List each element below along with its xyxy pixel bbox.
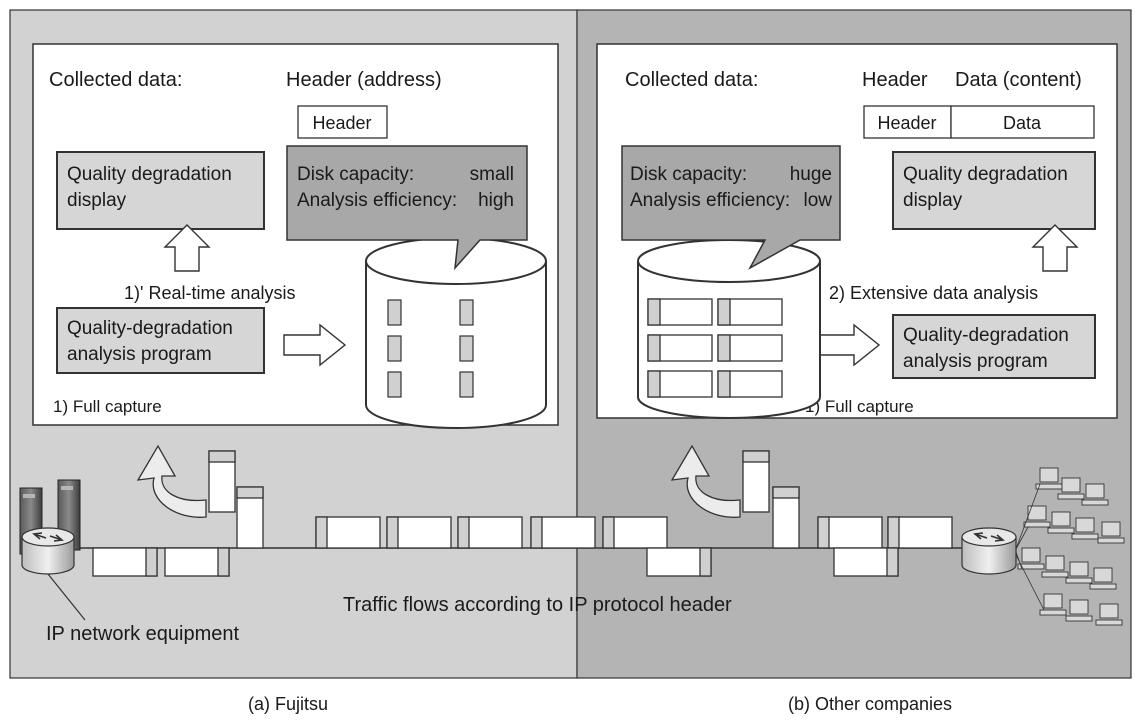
right-full-capture-label: 1) Full capture — [805, 397, 914, 416]
left-header-chip-label: Header — [312, 113, 371, 133]
left-up-arrow — [163, 224, 211, 272]
left-full-capture-label: 1) Full capture — [53, 397, 162, 416]
right-data-title: Data (content) — [955, 69, 1082, 91]
packet-vertical — [772, 486, 800, 549]
left-header-chip: Header — [297, 105, 388, 139]
packet — [386, 516, 452, 549]
left-storage-cylinder — [365, 237, 547, 429]
left-header-title: Header (address) — [286, 69, 442, 91]
right-disk-capacity-label: Disk capacity: — [630, 164, 747, 185]
left-router-icon — [21, 527, 75, 575]
left-collected-data-label: Collected data: — [49, 69, 182, 91]
packet — [817, 516, 883, 549]
traffic-flow-label: Traffic flows according to IP protocol h… — [343, 594, 732, 616]
right-right-arrow — [817, 323, 881, 367]
right-router-icon — [961, 527, 1017, 575]
right-efficiency-label: Analysis efficiency: — [630, 190, 790, 211]
right-collected-data-label: Collected data: — [625, 69, 758, 91]
packet — [887, 516, 953, 549]
left-efficiency-value: high — [478, 190, 514, 211]
packet-vertical — [236, 486, 264, 549]
right-up-arrow — [1031, 224, 1079, 272]
right-disk-callout: Disk capacity: huge Analysis efficiency:… — [621, 145, 841, 270]
right-header-title: Header — [862, 69, 928, 91]
left-capture-curve-arrow — [136, 444, 207, 518]
right-efficiency-value: low — [803, 190, 832, 211]
right-program-box: Quality-degradation analysis program — [892, 314, 1096, 379]
packets-on-line — [92, 450, 953, 577]
right-data-chip-label: Data — [1003, 113, 1042, 133]
packet — [457, 516, 523, 549]
packet — [833, 547, 899, 577]
equipment-leader-line — [47, 573, 86, 621]
left-program-box: Quality-degradation analysis program — [56, 307, 265, 374]
right-header-data-chip: Header Data — [863, 105, 1095, 139]
right-program-line-1: Quality-degradation — [903, 325, 1069, 346]
left-display-line-1: Quality degradation — [67, 164, 232, 185]
right-program-line-2: analysis program — [903, 351, 1048, 372]
left-caption: (a) Fujitsu — [248, 694, 328, 714]
left-program-line-1: Quality-degradation — [67, 318, 233, 339]
packet — [92, 547, 158, 577]
left-program-line-2: analysis program — [67, 344, 212, 365]
right-storage-cylinder — [637, 239, 821, 419]
left-disk-capacity-label: Disk capacity: — [297, 164, 414, 185]
packet — [530, 516, 596, 549]
left-efficiency-label: Analysis efficiency: — [297, 190, 457, 211]
right-disk-capacity-value: huge — [790, 164, 832, 185]
client-computers-icon — [1015, 467, 1125, 626]
right-caption: (b) Other companies — [788, 694, 952, 714]
left-quality-display-box: Quality degradation display — [56, 151, 265, 230]
left-disk-callout: Disk capacity: small Analysis efficiency… — [286, 145, 528, 271]
packet — [315, 516, 381, 549]
packet-vertical — [742, 450, 770, 513]
right-quality-display-box: Quality degradation display — [892, 151, 1096, 230]
left-display-line-2: display — [67, 190, 127, 211]
left-right-arrow — [283, 323, 347, 367]
right-content-panel: Collected data: Header Data (content) He… — [596, 43, 1118, 419]
right-header-chip-label: Header — [877, 113, 936, 133]
right-capture-curve-arrow — [670, 444, 741, 518]
left-disk-capacity-value: small — [470, 164, 514, 185]
packet-vertical — [208, 450, 236, 513]
packet — [646, 547, 712, 577]
left-realtime-label: 1)' Real-time analysis — [124, 283, 296, 303]
ip-network-equipment-label: IP network equipment — [46, 623, 240, 645]
right-display-line-2: display — [903, 190, 963, 211]
left-content-panel: Collected data: Header (address) Header … — [32, 43, 559, 429]
right-analysis-label: 2) Extensive data analysis — [829, 283, 1038, 303]
right-display-line-1: Quality degradation — [903, 164, 1068, 185]
packet — [602, 516, 668, 549]
packet — [164, 547, 230, 577]
